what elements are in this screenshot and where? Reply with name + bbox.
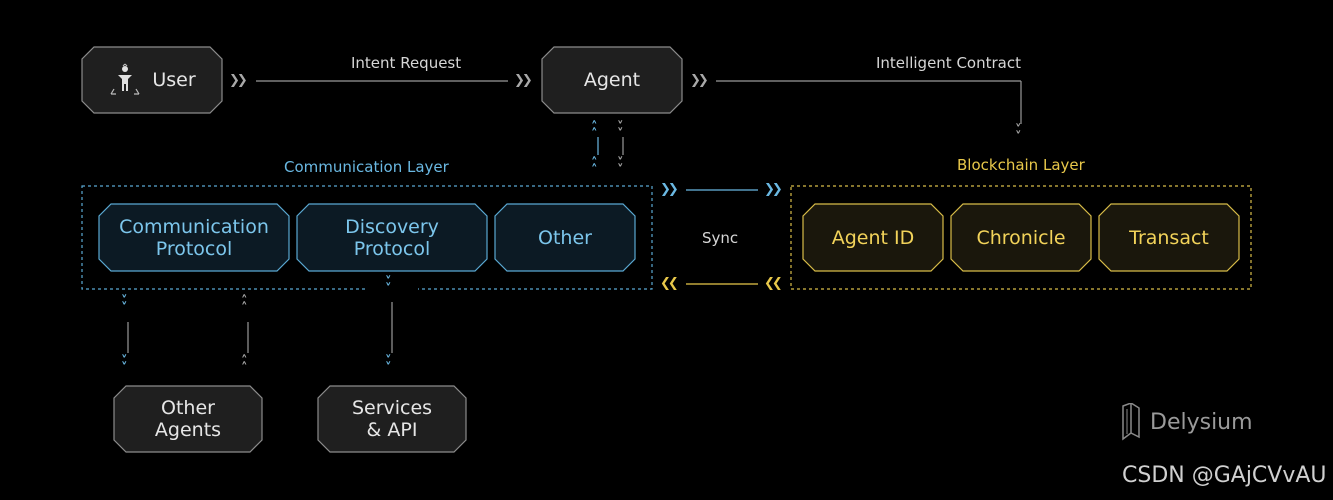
agent-node[interactable]: Agent [541,46,683,114]
chevron-down-icon: ˅˅ [121,294,128,316]
other-agents-node[interactable]: Other Agents [113,385,263,453]
communication-protocol-node[interactable]: Communication Protocol [98,203,290,272]
watermark: CSDN @GAjCVvAU [1122,463,1327,488]
other-node[interactable]: Other [494,203,636,272]
user-label: User [152,69,196,91]
transact-label: Transact [1129,226,1209,249]
discovery-protocol-node[interactable]: Discovery Protocol [296,203,488,272]
services-api-label: Services & API [351,397,433,441]
chevron-up-icon: ˄˄ [591,156,598,178]
chronicle-node[interactable]: Chronicle [950,203,1092,272]
communication-layer-box [81,185,653,290]
agent-id-label: Agent ID [831,226,915,249]
chevron-right-icon: ❯❯ [660,182,679,197]
chevron-down-icon: ˅˅ [617,120,624,142]
chevron-down-icon: ˅˅ [121,354,128,376]
user-node[interactable]: User [81,46,223,114]
other-label: Other [538,226,592,249]
other-agents-label: Other Agents [154,397,222,441]
intelligent-contract-label: Intelligent Contract [876,54,1021,72]
blockchain-layer-label: Blockchain Layer [957,156,1085,174]
user-icon [110,63,140,95]
transact-node[interactable]: Transact [1098,203,1240,272]
sync-label: Sync [702,229,739,247]
chevron-right-icon: ❯❯ [764,182,783,197]
chevron-right-icon: ❯❯ [229,73,248,88]
chevron-up-icon: ˄˄ [241,294,248,316]
blockchain-layer-box [790,185,1252,290]
chevron-left-icon: ❮❮ [764,276,783,291]
chevron-left-icon: ❮❮ [660,276,679,291]
chevron-up-icon: ˄˄ [591,120,598,142]
discovery-protocol-label: Discovery Protocol [345,215,439,260]
chevron-down-icon: ˅˅ [385,354,392,376]
delysium-logo-icon [1122,403,1140,441]
chevron-up-icon: ˄˄ [241,354,248,376]
chevron-down-icon: ˅˅ [385,275,392,297]
chevron-right-icon: ❯❯ [690,73,709,88]
chronicle-label: Chronicle [976,226,1066,249]
intent-request-label: Intent Request [351,54,462,72]
communication-layer-label: Communication Layer [284,158,449,176]
chevron-down-icon: ˅˅ [1015,123,1022,145]
agent-label: Agent [583,69,641,91]
services-api-node[interactable]: Services & API [317,385,467,453]
agent-id-node[interactable]: Agent ID [802,203,944,272]
chevron-down-icon: ˅˅ [617,156,624,178]
brand-name: Delysium [1150,409,1253,435]
delysium-brand: Delysium [1120,403,1253,441]
communication-protocol-label: Communication Protocol [119,215,269,260]
chevron-right-icon: ❯❯ [514,73,533,88]
